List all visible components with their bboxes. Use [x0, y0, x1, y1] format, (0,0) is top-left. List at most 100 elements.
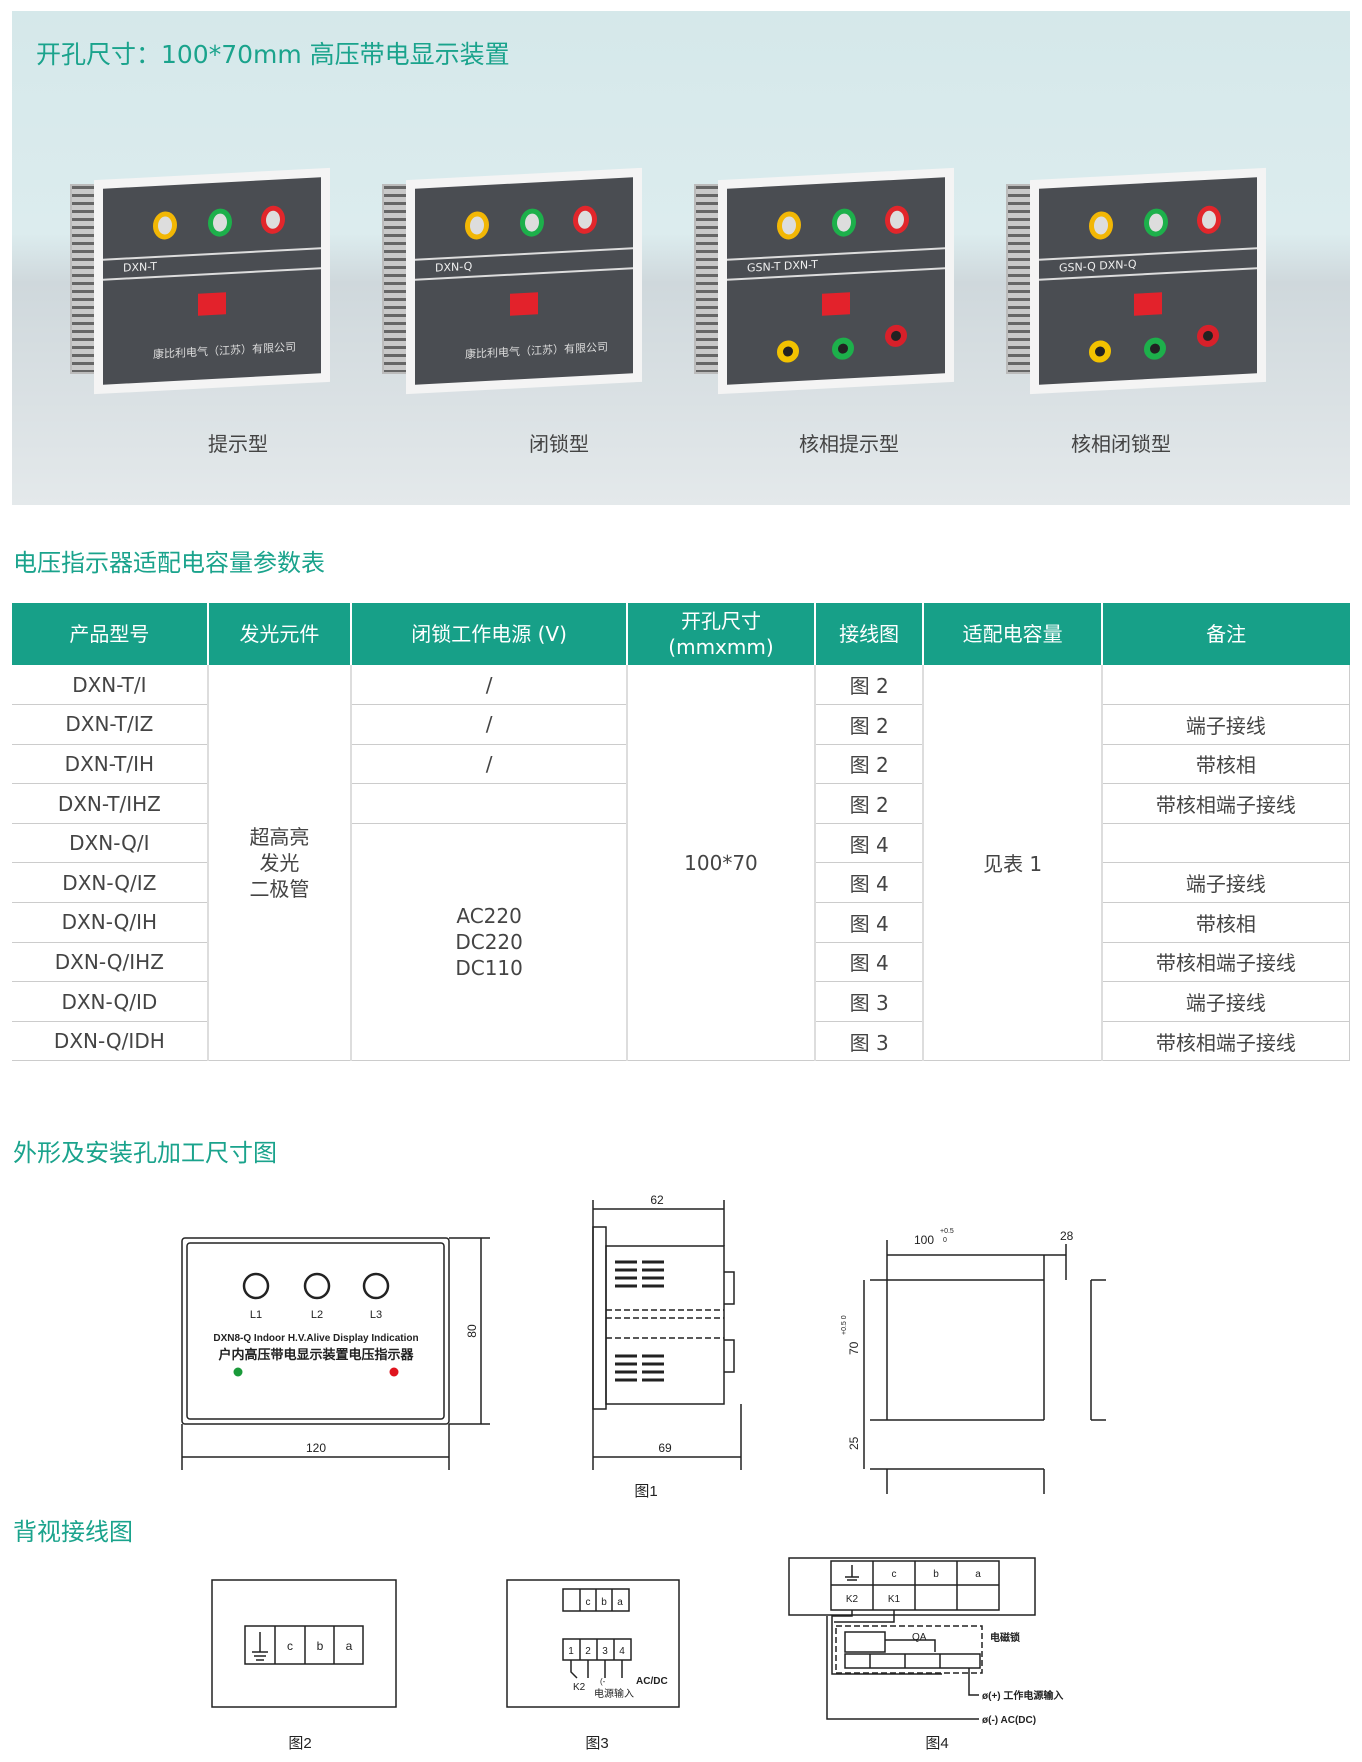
device-model: GSN-Q DXN-Q [1039, 247, 1257, 281]
cutout-drawing: 100 +0.5 0 28 70 +0.5 0 25 [841, 1228, 1106, 1494]
light-cell: 超高亮 发光 二极管 [206, 665, 352, 1062]
power-cell: AC220 DC220 DC110 [350, 823, 628, 1062]
height-dim: 80 [465, 1324, 479, 1338]
terminal-number: 3 [602, 1646, 608, 1657]
column-header: 接线图 [813, 603, 924, 665]
depth-bottom-dim: 69 [658, 1441, 672, 1455]
column-header: 闭锁工作电源 (V) [350, 603, 628, 665]
diagram-cell: 图 3 [813, 981, 924, 1022]
test-button [510, 292, 538, 316]
device-face: DXN-T 康比利电气（江苏）有限公司 [94, 167, 330, 395]
led-label: L3 [370, 1309, 382, 1321]
terminal-label: K1 [888, 1594, 901, 1605]
led-label: L1 [250, 1309, 262, 1321]
terminal-label: K2 [846, 1594, 859, 1605]
diagram-cell: 图 2 [813, 704, 924, 745]
size-cell: 100*70 [626, 665, 816, 1062]
power-cell: / [350, 665, 628, 706]
diagram-cell: 图 3 [813, 1021, 924, 1062]
device-type-label: 核相提示型 [799, 432, 899, 456]
jack-a-icon [1089, 339, 1111, 364]
column-header: 开孔尺寸 (mmxmm) [626, 603, 815, 665]
cut-width-dim: 100 [914, 1233, 934, 1247]
jack-c-icon [1197, 324, 1219, 348]
jack-a-icon [777, 339, 799, 364]
note-cell [1100, 665, 1350, 706]
side-view-drawing: 62 69 图1 [592, 1193, 742, 1500]
note-cell: 带核相 [1100, 902, 1350, 943]
wiring-fig2: c b a 图2 [211, 1579, 397, 1752]
led-b-icon [832, 207, 856, 238]
led-c-icon [885, 205, 909, 235]
led-b-icon [208, 207, 232, 238]
depth-top-dim: 62 [650, 1193, 664, 1207]
jack-b-icon [1144, 337, 1166, 361]
note-cell: 端子接线 [1100, 981, 1350, 1022]
terminal-number: 1 [568, 1646, 574, 1657]
width-dim: 120 [306, 1441, 326, 1455]
led-a-icon [1089, 210, 1113, 241]
test-button [1134, 292, 1162, 316]
banner-title: 开孔尺寸：100*70mm 高压带电显示装置 [36, 40, 510, 69]
tolerance: 0 [943, 1237, 947, 1244]
diagram-cell: 图 2 [813, 783, 924, 824]
note-cell [1100, 823, 1350, 864]
terminal-label: b [933, 1569, 939, 1580]
led-b-icon [1144, 207, 1168, 238]
note-cell: 带核相端子接线 [1100, 942, 1350, 983]
terminal-label: c [586, 1597, 591, 1608]
minus-label: (- [600, 1677, 606, 1686]
technical-drawings: L1 L2 L3 DXN8-Q Indoor H.V.Alive Display… [181, 1193, 1106, 1752]
test-button [822, 292, 850, 316]
company-name: 康比利电气（江苏）有限公司 [153, 340, 296, 362]
note-cell: 端子接线 [1100, 704, 1350, 745]
diagram-cell: 图 4 [813, 942, 924, 983]
terminal-label: b [601, 1597, 607, 1608]
led-c-icon [573, 205, 597, 235]
wiring-fig4: c b a K2 K1 QA 电磁锁 ø(+) 工作电源输入 ø(-) AC(D… [788, 1557, 1063, 1752]
tolerance: +0.5 [940, 1228, 954, 1235]
diagram-cell: 图 2 [813, 744, 924, 785]
parameter-table: 产品型号发光元件闭锁工作电源 (V)开孔尺寸 (mmxmm)接线图适配电容量备注… [12, 603, 1350, 1062]
model-cell: DXN-T/IH [12, 744, 209, 785]
spacing-dim: 25 [847, 1436, 861, 1450]
chinese-label: 户内高压带电显示装置电压指示器 [218, 1347, 414, 1362]
note-cell: 带核相端子接线 [1100, 783, 1350, 824]
led-a-icon [777, 210, 801, 241]
column-header: 备注 [1100, 603, 1350, 665]
note-cell: 端子接线 [1100, 862, 1350, 904]
wiring-title: 背视接线图 [13, 1518, 133, 1546]
terminal-label: a [346, 1639, 353, 1653]
fig3-caption: 图3 [585, 1735, 608, 1752]
company-name: 康比利电气（江苏）有限公司 [465, 340, 608, 362]
device-type-label: 闭锁型 [529, 432, 589, 456]
terminal-label: a [975, 1569, 981, 1580]
test-button [198, 292, 226, 316]
diagram-cell: 图 2 [813, 665, 924, 706]
column-header: 发光元件 [206, 603, 352, 665]
device-model: DXN-Q [415, 247, 633, 281]
device-photo: GSN-T DXN-T [694, 166, 954, 395]
minus-line-label: ø(-) AC(DC) [982, 1715, 1036, 1726]
capacity-cell: 见表 1 [922, 665, 1103, 1062]
english-label: DXN8-Q Indoor H.V.Alive Display Indicati… [213, 1333, 418, 1344]
device-face: DXN-Q 康比利电气（江苏）有限公司 [406, 167, 642, 395]
device-face: GSN-Q DXN-Q [1030, 167, 1266, 395]
plus-line-label: ø(+) 工作电源输入 [982, 1689, 1063, 1702]
power-cell [350, 783, 628, 824]
terminal-number: 2 [585, 1646, 591, 1657]
fig4-caption: 图4 [925, 1735, 948, 1752]
model-cell: DXN-Q/IZ [12, 862, 209, 904]
device-photo: GSN-Q DXN-Q [1006, 166, 1266, 395]
dimensions-title: 外形及安装孔加工尺寸图 [13, 1139, 277, 1167]
tolerance: +0.5 0 [841, 1315, 848, 1335]
led-b-icon [520, 207, 544, 238]
model-cell: DXN-T/I [12, 665, 209, 706]
